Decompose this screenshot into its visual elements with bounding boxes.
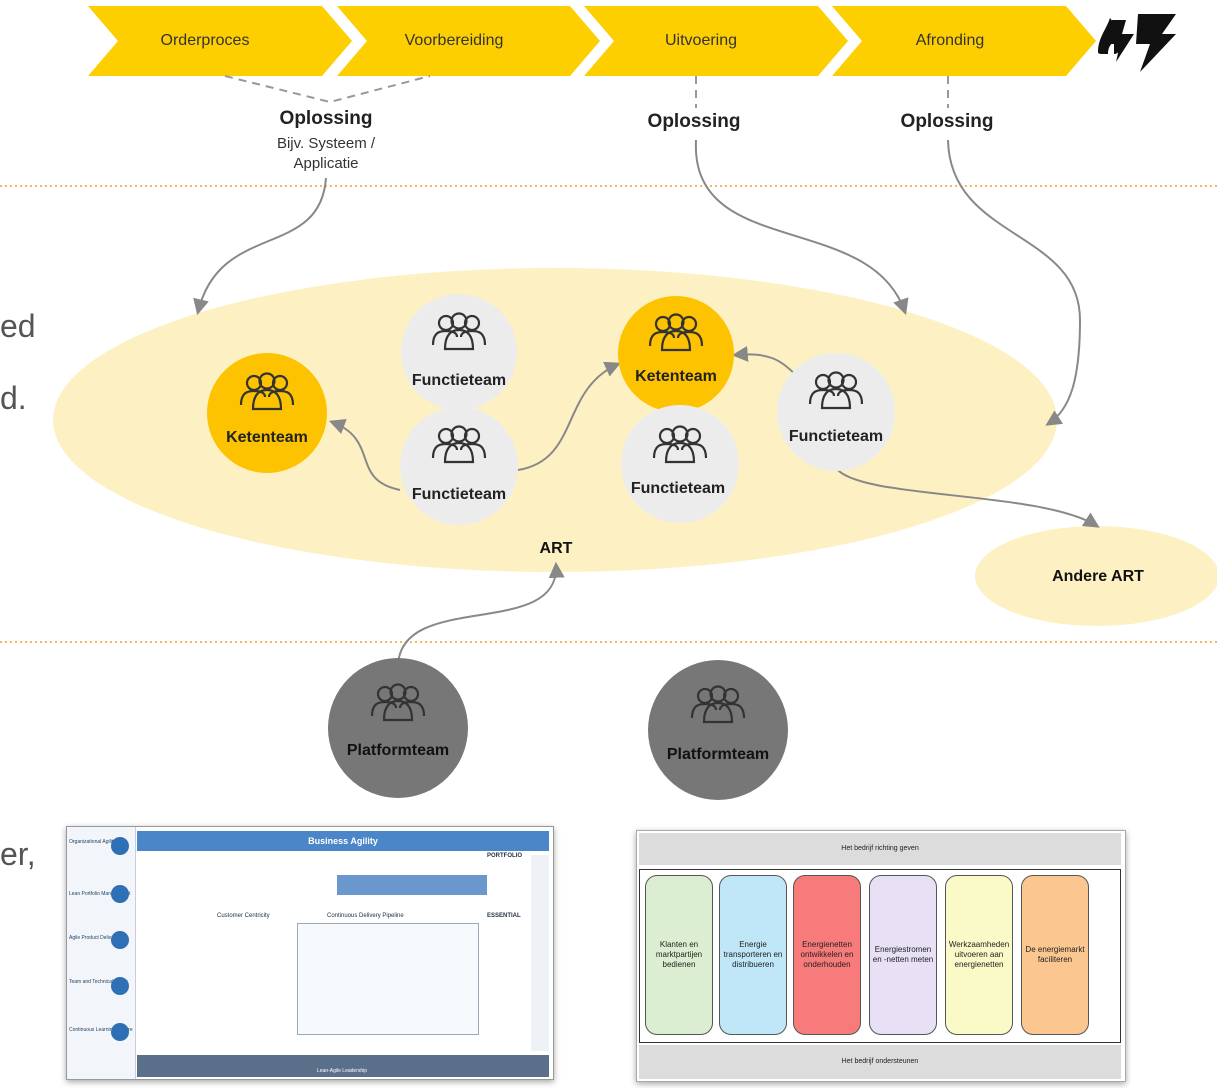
connector-solution-right-to-art <box>947 139 1082 426</box>
capability-top-label: Het bedrijf richting geven <box>639 833 1121 865</box>
team-circle-functieteam-center <box>400 407 518 525</box>
framework-sidebar-icon <box>111 977 129 995</box>
connector-to-other-art <box>835 467 1100 528</box>
stage-chevron-4 <box>832 6 1096 76</box>
team-circle-ketenteam-center <box>618 296 734 412</box>
solution-left-title: Oplossing <box>279 108 373 129</box>
framework-tag-leadership: Lean-Agile Leadership <box>317 1068 368 1074</box>
framework-tag-cd-pipeline: Continuous Delivery Pipeline <box>327 913 404 919</box>
framework-sidebar-item: Lean Portfolio Management <box>69 891 131 897</box>
connector-solution-middle-to-team <box>694 139 909 316</box>
team-label-functieteam-bottom-mid: Functieteam <box>630 480 726 497</box>
team-label-functieteam-center: Functieteam <box>411 486 507 503</box>
team-circle-functieteam-top <box>401 294 517 410</box>
connector-functie-to-ketenteam-center <box>517 361 621 471</box>
team-circle-ketenteam-left <box>207 353 327 473</box>
framework-right-rail <box>531 855 549 1051</box>
other-art-label: Andere ART <box>1052 568 1144 585</box>
capability-column: De energiemarkt faciliteren <box>1021 875 1089 1035</box>
connector-functie-right-to-ketenteam <box>731 345 797 376</box>
stage-chevron-2 <box>337 6 600 76</box>
framework-sidebar-icon <box>111 931 129 949</box>
team-label-platformteam-right: Platformteam <box>666 746 770 763</box>
framework-sidebar-item: Organizational Agility <box>69 839 116 845</box>
capability-columns-frame <box>639 869 1121 1043</box>
capability-bottom-label: Het bedrijf ondersteunen <box>639 1045 1121 1079</box>
stage-label-voorbereiding: Voorbereiding <box>404 32 504 49</box>
framework-sidebar-icon <box>111 885 129 903</box>
team-circle-functieteam-right <box>777 353 895 471</box>
framework-foundation-bar <box>137 1055 549 1077</box>
framework-pipeline-area <box>297 923 479 1035</box>
left-text-fragment-2: d. <box>0 380 27 416</box>
solution-middle-title: Oplossing <box>647 111 741 132</box>
stage-label-uitvoering: Uitvoering <box>664 32 738 49</box>
left-text-fragment-1: ed <box>0 308 36 344</box>
logo-icon <box>1098 14 1176 72</box>
framework-value-stream-bar <box>337 875 487 895</box>
stage-label-afronding: Afronding <box>915 32 985 49</box>
capability-map-thumbnail: Het bedrijf richting geven Klanten en ma… <box>636 830 1126 1082</box>
capability-column: Energiestromen en -netten meten <box>869 875 937 1035</box>
capability-column: Klanten en marktpartijen bedienen <box>645 875 713 1035</box>
stage-chevron-1 <box>88 6 352 76</box>
solution-right-title: Oplossing <box>900 111 994 132</box>
connector-functie-to-ketenteam-left <box>329 419 401 491</box>
team-label-functieteam-right: Functieteam <box>788 428 884 445</box>
framework-sidebar: Organizational Agility Lean Portfolio Ma… <box>67 827 136 1079</box>
framework-tag-essential: ESSENTIAL <box>487 913 521 919</box>
capability-column: Werkzaamheden uitvoeren aan energienette… <box>945 875 1013 1035</box>
dashed-connector-left <box>224 75 431 104</box>
connector-solution-left-to-art <box>193 177 327 316</box>
connector-platform-to-art <box>397 561 565 667</box>
team-circle-platformteam-left <box>328 658 468 798</box>
framework-thumbnail: Organizational Agility Lean Portfolio Ma… <box>66 826 554 1080</box>
framework-sidebar-item: Agile Product Delivery <box>69 935 119 941</box>
framework-sidebar-icon <box>111 837 129 855</box>
capability-column: Energie transporteren en distribueren <box>719 875 787 1035</box>
capability-column: Energienetten ontwikkelen en onderhouden <box>793 875 861 1035</box>
team-label-ketenteam-left: Ketenteam <box>226 429 308 446</box>
framework-sidebar-item: Team and Technical Agility <box>69 979 128 985</box>
art-ellipse <box>53 268 1057 572</box>
team-circle-platformteam-right <box>648 660 788 800</box>
stage-label-orderproces: Orderproces <box>160 32 250 49</box>
solution-left-subtitle-2: Applicatie <box>293 155 359 172</box>
other-art-ellipse <box>975 526 1217 626</box>
framework-tag-customer-centricity: Customer Centricity <box>217 913 270 919</box>
team-label-platformteam-left: Platformteam <box>346 742 450 759</box>
team-circle-functieteam-bottom-mid <box>621 405 739 523</box>
team-label-ketenteam-center: Ketenteam <box>635 368 717 385</box>
framework-tag-portfolio: PORTFOLIO <box>487 853 522 859</box>
framework-sidebar-icon <box>111 1023 129 1041</box>
left-text-fragment-3: er, <box>0 836 36 872</box>
team-label-functieteam-top: Functieteam <box>411 372 507 389</box>
framework-sidebar-item: Continuous Learning Culture <box>69 1027 133 1033</box>
solution-left-subtitle-1: Bijv. Systeem / <box>276 135 376 152</box>
art-label: ART <box>539 540 573 557</box>
framework-title: Business Agility <box>137 831 549 851</box>
stage-chevron-3 <box>584 6 848 76</box>
